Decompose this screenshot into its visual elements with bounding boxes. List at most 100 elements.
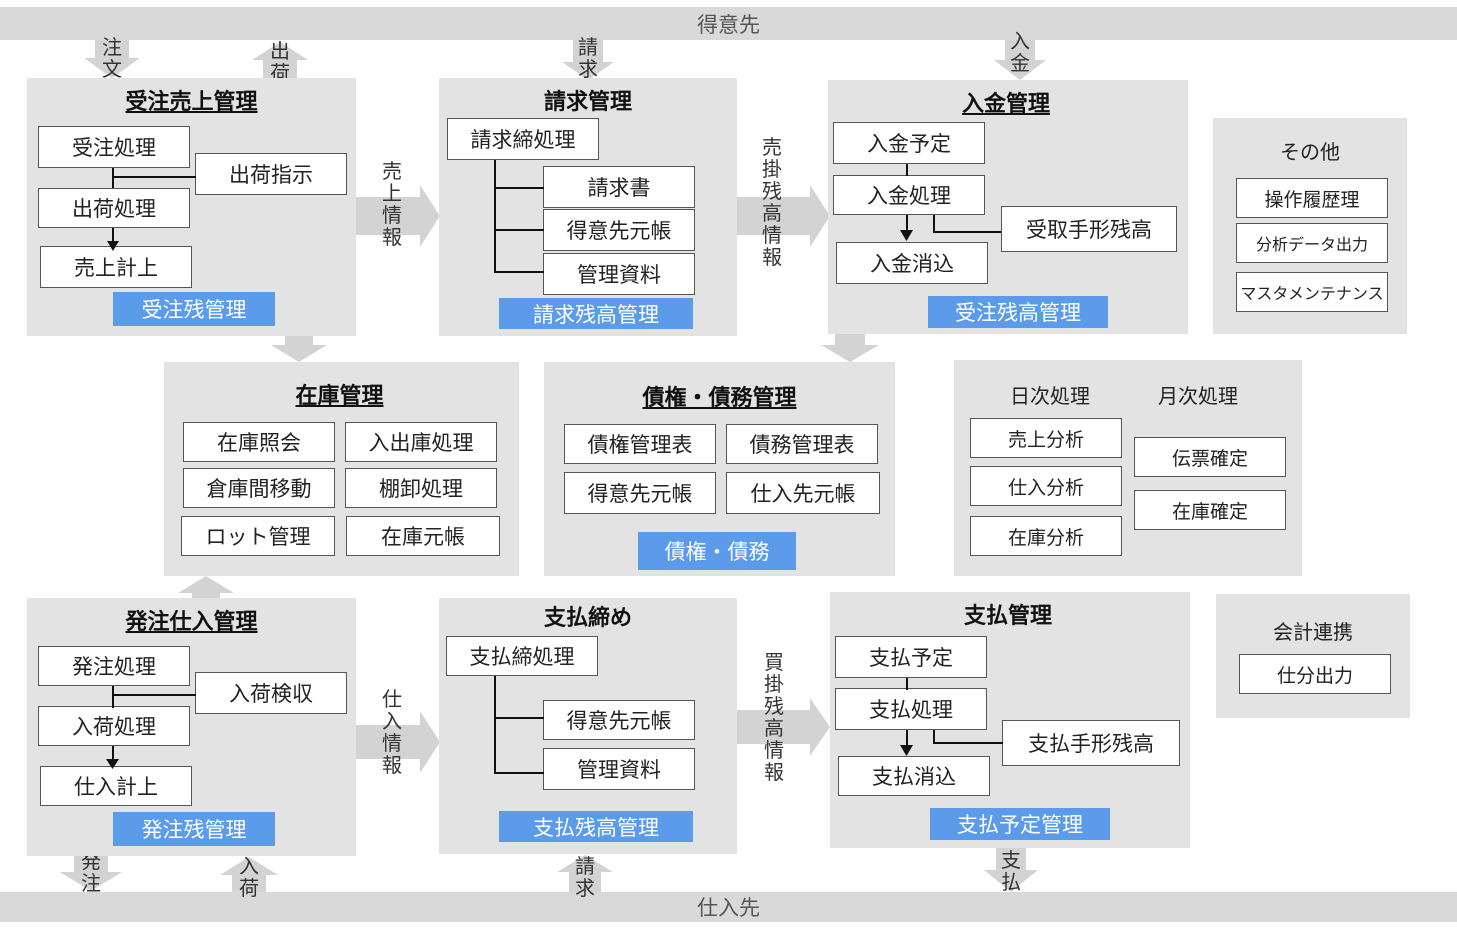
payment-schedule-box[interactable]: 支払予定 <box>835 636 987 678</box>
monthly-title: 月次処理 <box>1158 384 1238 408</box>
warehouse-transfer-box[interactable]: 倉庫間移動 <box>183 468 335 508</box>
payable-info-label: 買掛残高情報 <box>764 650 784 784</box>
connector <box>906 164 908 176</box>
payable-info-arrow <box>737 698 830 756</box>
payment-processing-box[interactable]: 支払処理 <box>835 688 987 730</box>
accounting-title: 会計連携 <box>1273 620 1353 644</box>
purchase-info-arrow <box>356 711 440 773</box>
sales-analysis-box[interactable]: 売上分析 <box>970 418 1122 458</box>
customer-band-label: 得意先 <box>697 12 760 37</box>
shipping-processing-box[interactable]: 出荷処理 <box>38 188 190 228</box>
order-label: 注文 <box>102 35 122 81</box>
connector <box>112 176 196 178</box>
connector <box>933 231 1001 233</box>
credit-debt-panel: 債権・債務管理 債権管理表 債務管理表 得意先元帳 仕入先元帳 債権・債務 <box>544 362 895 576</box>
payment-close-processing-box[interactable]: 支払締処理 <box>446 636 598 676</box>
customer-ledger-box[interactable]: 得意先元帳 <box>543 209 695 251</box>
receipt-balance-label: 受注残高管理 <box>928 296 1108 328</box>
order-backlog-label: 受注残管理 <box>113 292 275 326</box>
purchase-order-box[interactable]: 発注処理 <box>38 646 190 686</box>
payment-reconcile-box[interactable]: 支払消込 <box>838 756 990 796</box>
operation-history-box[interactable]: 操作履歴理 <box>1236 178 1388 218</box>
connector <box>112 228 114 242</box>
notes-receivable-box[interactable]: 受取手形残高 <box>1001 206 1177 252</box>
billing-top-arrow <box>562 40 614 80</box>
receipt-processing-box[interactable]: 入金処理 <box>833 175 985 215</box>
purchase-backlog-label: 発注残管理 <box>113 812 275 846</box>
purchase-analysis-box[interactable]: 仕入分析 <box>970 466 1122 506</box>
in-out-processing-box[interactable]: 入出庫処理 <box>345 422 497 462</box>
payment-report-box[interactable]: 管理資料 <box>543 748 695 790</box>
receipt-reconcile-box[interactable]: 入金消込 <box>836 242 988 284</box>
to-credit-arrow <box>821 334 879 362</box>
arrival-arrow <box>220 857 278 892</box>
connector <box>933 730 935 744</box>
customer-band: 得意先 <box>0 7 1457 40</box>
payables-table-box[interactable]: 債務管理表 <box>726 424 878 464</box>
receipt-schedule-box[interactable]: 入金予定 <box>833 122 985 164</box>
inventory-inquiry-box[interactable]: 在庫照会 <box>183 422 335 462</box>
inventory-ledger-box[interactable]: 在庫元帳 <box>346 516 500 556</box>
sales-info-arrow <box>356 185 440 247</box>
connector <box>933 742 1003 744</box>
payment-close-title: 支払締め <box>543 606 632 631</box>
connector <box>494 271 544 273</box>
supplier-band: 仕入先 <box>0 892 1457 922</box>
receiving-processing-box[interactable]: 入荷処理 <box>38 706 190 746</box>
payment-in-label: 入金 <box>1010 29 1030 75</box>
payment-close-panel: 支払締め 支払締処理 得意先元帳 管理資料 支払残高管理 <box>439 598 737 854</box>
connector <box>494 187 544 189</box>
analysis-export-box[interactable]: 分析データ出力 <box>1236 223 1388 263</box>
connector <box>494 229 544 231</box>
journal-export-box[interactable]: 仕分出力 <box>1239 654 1391 694</box>
purchase-info-label: 仕入情報 <box>382 687 402 777</box>
stocktaking-box[interactable]: 棚卸処理 <box>345 468 497 508</box>
billing-bottom-arrow <box>557 855 613 892</box>
connector <box>906 678 908 690</box>
customer-ledger-payment-box[interactable]: 得意先元帳 <box>543 700 695 740</box>
invoice-box[interactable]: 請求書 <box>543 166 695 208</box>
inventory-confirm-box[interactable]: 在庫確定 <box>1134 490 1286 530</box>
credit-debt-label: 債権・債務 <box>638 532 796 570</box>
purchase-panel: 発注仕入管理 発注処理 入荷検収 入荷処理 仕入計上 発注残管理 <box>27 598 356 856</box>
payment-receipt-panel: 入金管理 入金予定 入金処理 入金消込 受取手形残高 受注残高管理 <box>828 80 1188 334</box>
notes-payable-box[interactable]: 支払手形残高 <box>1002 720 1180 766</box>
inventory-analysis-box[interactable]: 在庫分析 <box>970 516 1122 556</box>
master-maintenance-box[interactable]: マスタメンテナンス <box>1236 272 1388 312</box>
receivables-table-box[interactable]: 債権管理表 <box>564 424 716 464</box>
payment-schedule-label: 支払予定管理 <box>930 808 1110 840</box>
connector <box>112 746 114 760</box>
order-processing-box[interactable]: 受注処理 <box>38 126 190 168</box>
sales-posting-box[interactable]: 売上計上 <box>40 246 192 288</box>
connector <box>112 686 114 708</box>
billing-title: 請求管理 <box>543 90 632 115</box>
purchase-order-arrow <box>60 855 122 891</box>
purchase-posting-box[interactable]: 仕入計上 <box>40 766 192 806</box>
sales-info-label: 売上情報 <box>382 159 402 249</box>
other-panel: その他 操作履歴理 分析データ出力 マスタメンテナンス <box>1213 118 1407 334</box>
from-purchase-arrow <box>178 576 234 598</box>
other-title: その他 <box>1280 140 1340 164</box>
supplier-band-label: 仕入先 <box>697 896 760 920</box>
to-inventory-arrow <box>271 336 327 362</box>
supplier-ledger-box[interactable]: 仕入先元帳 <box>726 472 880 514</box>
connector <box>112 694 196 696</box>
periodic-processing-panel: 日次処理 月次処理 売上分析 仕入分析 在庫分析 伝票確定 在庫確定 <box>954 360 1302 576</box>
inventory-title: 在庫管理 <box>295 384 384 409</box>
lot-management-box[interactable]: ロット管理 <box>181 516 335 556</box>
purchase-title: 発注仕入管理 <box>125 610 258 635</box>
order-arrow <box>84 40 140 78</box>
shipping-instruction-box[interactable]: 出荷指示 <box>195 153 347 195</box>
billing-close-box[interactable]: 請求締処理 <box>447 118 599 160</box>
payment-out-label: 支払 <box>1001 848 1021 894</box>
customer-ledger-credit-box[interactable]: 得意先元帳 <box>564 472 716 514</box>
connector <box>494 717 544 719</box>
billing-balance-label: 請求残高管理 <box>499 298 693 329</box>
management-report-box[interactable]: 管理資料 <box>543 253 695 295</box>
receiving-inspection-box[interactable]: 入荷検収 <box>195 672 347 714</box>
payment-in-arrow <box>994 40 1046 80</box>
slip-confirm-box[interactable]: 伝票確定 <box>1134 437 1286 477</box>
